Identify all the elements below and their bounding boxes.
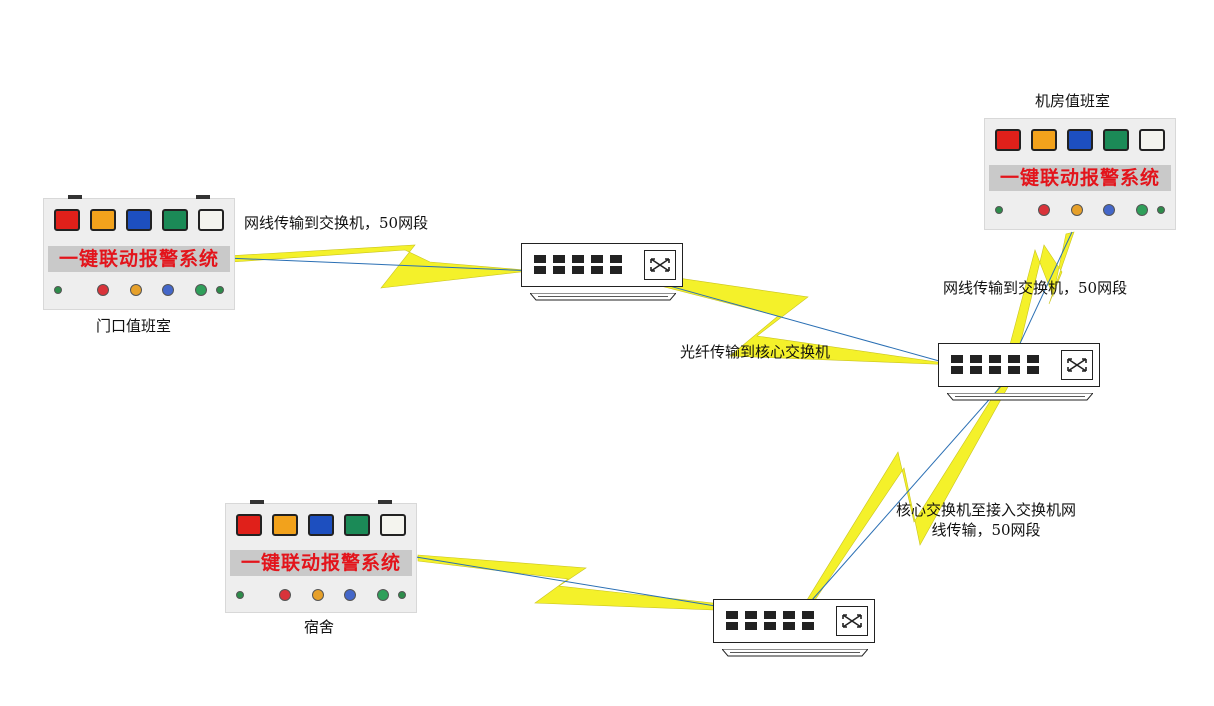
control-knob — [377, 589, 389, 601]
switch-port — [951, 366, 963, 374]
red-lamp — [54, 209, 80, 231]
switch-port — [970, 366, 982, 374]
indicator-dot — [1157, 206, 1165, 214]
indicator-dot — [216, 286, 224, 294]
switch-port — [553, 266, 565, 274]
core-switch — [938, 343, 1100, 401]
amber-lamp — [272, 514, 298, 536]
panel-banner: 一键联动报警系统 — [230, 550, 412, 576]
switch-port — [591, 255, 603, 263]
connection-cables — [225, 231, 1073, 611]
switch-port — [726, 622, 738, 630]
cable-door — [225, 257, 561, 273]
switch-port — [802, 611, 814, 619]
switch-symbol-icon — [836, 606, 868, 636]
switch-port — [951, 355, 963, 363]
location-label-door: 门口值班室 — [96, 317, 172, 335]
switch-port — [745, 611, 757, 619]
red-lamp — [995, 129, 1021, 151]
control-knob — [1038, 204, 1050, 216]
switch-port — [553, 255, 565, 263]
switch-port — [591, 266, 603, 274]
mount-tab — [196, 195, 210, 199]
access-switch-door — [521, 243, 683, 301]
switch-port — [572, 266, 584, 274]
control-knob — [344, 589, 356, 601]
indicator-dot — [398, 591, 406, 599]
control-knob — [1071, 204, 1083, 216]
panel-banner: 一键联动报警系统 — [48, 246, 230, 272]
switch-port — [745, 622, 757, 630]
alarm-panel-machine-room: 一键联动报警系统 — [984, 118, 1176, 230]
indicator-dot — [54, 286, 62, 294]
switch-port — [572, 255, 584, 263]
location-label-dorm: 宿舍 — [304, 618, 335, 636]
switch-port — [970, 355, 982, 363]
control-knob — [162, 284, 174, 296]
link-label-core-to-access-line2: 线传输，50网段 — [931, 521, 1041, 539]
switch-port — [534, 266, 546, 274]
blue-lamp — [308, 514, 334, 536]
switch-port — [1008, 366, 1020, 374]
link-label-machine-to-core: 网线传输到交换机，50网段 — [943, 279, 1128, 297]
amber-lamp — [1031, 129, 1057, 151]
link-label-door-to-switch: 网线传输到交换机，50网段 — [244, 214, 429, 232]
lightning-bolt-door — [225, 244, 561, 289]
switch-base — [528, 286, 678, 301]
link-label-fiber-to-core: 光纤传输到核心交换机 — [680, 343, 831, 361]
switch-port — [610, 266, 622, 274]
control-knob — [1103, 204, 1115, 216]
switch-port — [989, 366, 1001, 374]
switch-base — [720, 642, 870, 657]
control-knob — [130, 284, 142, 296]
switch-port — [1008, 355, 1020, 363]
switch-port — [1027, 366, 1039, 374]
switch-port — [783, 622, 795, 630]
mount-tab — [250, 500, 264, 504]
green-lamp — [344, 514, 370, 536]
control-knob — [312, 589, 324, 601]
red-lamp — [236, 514, 262, 536]
switch-port — [1027, 355, 1039, 363]
control-knob — [195, 284, 207, 296]
switch-port — [764, 622, 776, 630]
indicator-dot — [995, 206, 1003, 214]
alarm-panel-dorm: 一键联动报警系统 — [225, 500, 417, 613]
switch-port — [764, 611, 776, 619]
switch-symbol-icon — [644, 250, 676, 280]
cable-core-to-dorm — [811, 375, 1011, 601]
switch-port — [783, 611, 795, 619]
blue-lamp — [126, 209, 152, 231]
amber-lamp — [90, 209, 116, 231]
white-lamp — [198, 209, 224, 231]
switch-port — [534, 255, 546, 263]
cable-machine — [1015, 231, 1073, 353]
switch-symbol-icon — [1061, 350, 1093, 380]
panel-banner: 一键联动报警系统 — [989, 165, 1171, 191]
switch-port — [989, 355, 1001, 363]
cable-dorm — [415, 556, 741, 611]
mount-tab — [378, 500, 392, 504]
switch-port — [726, 611, 738, 619]
green-lamp — [162, 209, 188, 231]
control-knob — [279, 589, 291, 601]
switch-port — [802, 622, 814, 630]
alarm-panel-door: 一键联动报警系统 — [43, 195, 235, 310]
white-lamp — [1139, 129, 1165, 151]
indicator-dot — [236, 591, 244, 599]
location-label-machine-room: 机房值班室 — [1035, 92, 1111, 110]
control-knob — [1136, 204, 1148, 216]
mount-tab — [68, 195, 82, 199]
control-knob — [97, 284, 109, 296]
access-switch-dorm — [713, 599, 875, 657]
blue-lamp — [1067, 129, 1093, 151]
switch-base — [945, 386, 1095, 401]
link-label-core-to-access: 核心交换机至接入交换机网 线传输，50网段 — [877, 500, 1095, 540]
white-lamp — [380, 514, 406, 536]
switch-port — [610, 255, 622, 263]
green-lamp — [1103, 129, 1129, 151]
link-label-core-to-access-line1: 核心交换机至接入交换机网 — [895, 501, 1076, 519]
